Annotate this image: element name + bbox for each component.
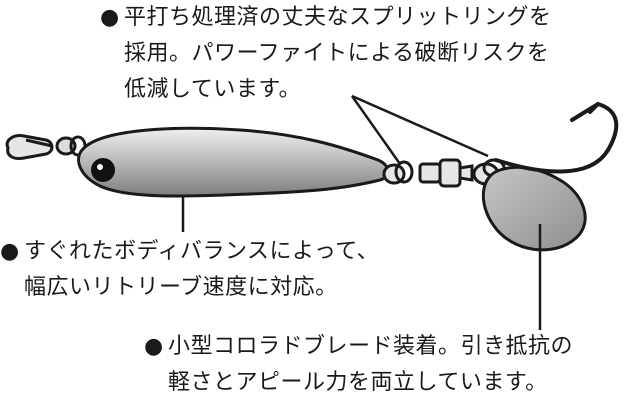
lure-eye bbox=[91, 158, 115, 182]
callout-blade: ●小型コロラドブレード装着。引き抵抗の 軽さとアピール力を両立しています。 bbox=[144, 329, 573, 401]
leader-lines bbox=[181, 94, 542, 330]
callout-text-line: 平打ち処理済の丈夫なスプリットリングを bbox=[124, 5, 552, 30]
bullet-icon: ● bbox=[144, 334, 164, 359]
callout-text-line: 小型コロラドブレード装着。引き抵抗の bbox=[168, 334, 574, 359]
leader-split-ring-front bbox=[350, 95, 402, 165]
bullet-icon: ● bbox=[0, 239, 20, 264]
lure-eye-highlight bbox=[97, 164, 103, 170]
colorado-blade bbox=[481, 165, 587, 252]
callout-text-line: 低減しています。 bbox=[124, 77, 302, 102]
lure-body bbox=[77, 126, 390, 198]
callout-text-line: 幅広いリトリーブ速度に対応。 bbox=[24, 275, 338, 300]
bullet-icon: ● bbox=[100, 5, 120, 30]
front-snap bbox=[5, 134, 87, 160]
leader-split-ring-rear bbox=[351, 94, 489, 158]
callout-balance: ●すぐれたボディバランスによって、 幅広いリトリーブ速度に対応。 bbox=[0, 234, 379, 306]
hook bbox=[494, 102, 619, 174]
callout-text-line: 軽さとアピール力を両立しています。 bbox=[168, 370, 548, 395]
callout-split-ring: ●平打ち処理済の丈夫なスプリットリングを 採用。パワーファイトによる破断リスクを… bbox=[100, 0, 552, 108]
callout-text-line: すぐれたボディバランスによって、 bbox=[24, 239, 380, 264]
callout-text-line: 採用。パワーファイトによる破断リスクを bbox=[124, 41, 550, 66]
